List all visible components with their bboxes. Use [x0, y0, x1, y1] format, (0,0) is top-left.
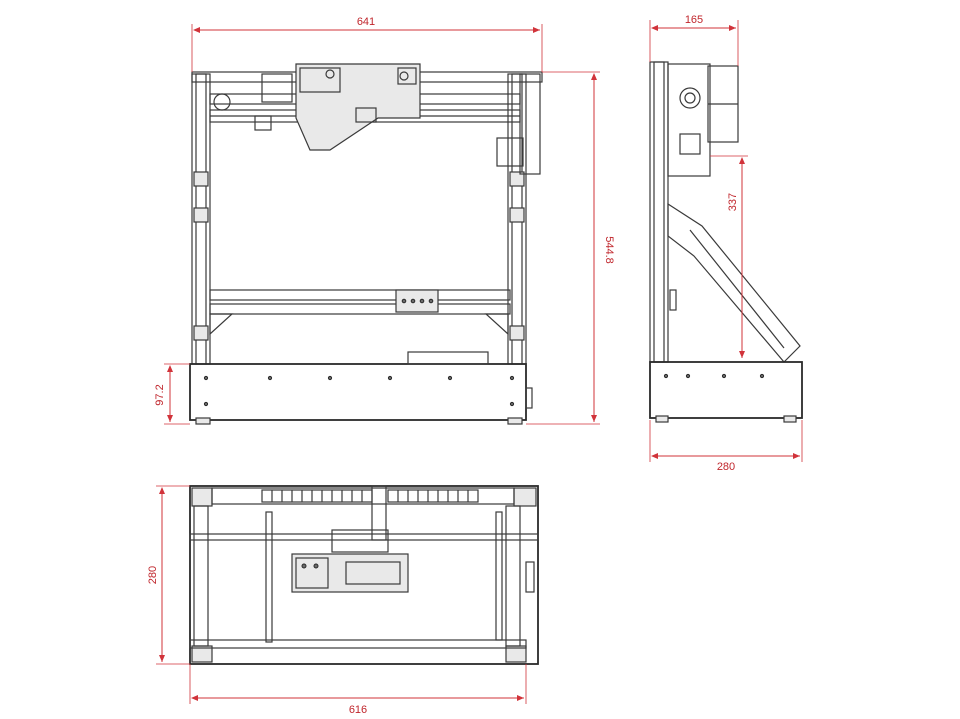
side-base-width-dimension: 280 — [649, 420, 803, 473]
front-view — [189, 63, 543, 425]
top-width-label: 616 — [349, 704, 367, 716]
side-view — [649, 61, 803, 423]
side-top-width-label: 165 — [685, 14, 703, 26]
top-width-dimension: 616 — [189, 664, 527, 716]
side-arm-height-label: 337 — [727, 193, 739, 211]
front-height-label: 544.8 — [603, 236, 615, 264]
front-width-dimension: 641 — [191, 16, 543, 72]
front-base-height-label: 97.2 — [154, 384, 166, 405]
top-depth-dimension: 280 — [147, 485, 190, 665]
side-arm-height-dimension: 337 — [710, 155, 748, 358]
cable-chain — [261, 489, 479, 503]
front-width-label: 641 — [357, 16, 375, 28]
side-top-width-dimension: 165 — [649, 14, 739, 66]
top-view — [189, 485, 539, 665]
front-base-height-dimension: 97.2 — [154, 363, 190, 425]
side-base-width-label: 280 — [717, 461, 735, 473]
top-depth-label: 280 — [147, 566, 159, 584]
front-height-dimension: 544.8 — [526, 71, 615, 425]
